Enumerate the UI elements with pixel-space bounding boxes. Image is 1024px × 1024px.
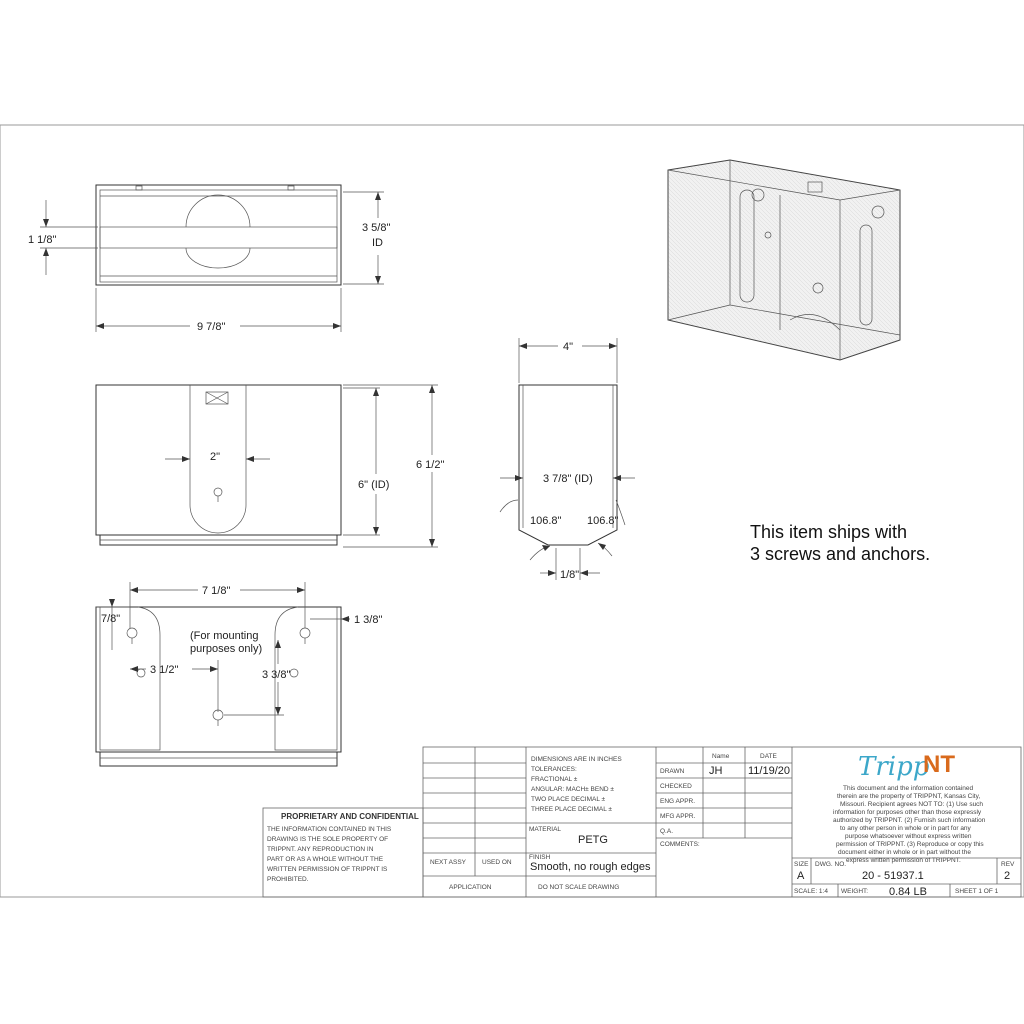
tolerance-line-6: THREE PLACE DECIMAL ± (531, 806, 612, 813)
drawn-date: 11/19/20 (748, 765, 790, 777)
disclaimer-line-3: Missouri. Recipient agrees NOT TO: (1) U… (840, 801, 983, 808)
weight-value: 0.84 LB (889, 886, 927, 898)
logo-nt: NT (923, 751, 955, 778)
disclaimer-line-6: to any other person in whole or in part … (840, 825, 972, 832)
tolerance-line-5: TWO PLACE DECIMAL ± (531, 796, 606, 803)
dim-front-height: 6 1/2" (416, 459, 444, 471)
col-date-label: DATE (760, 753, 778, 760)
logo-tripp: Tripp (858, 752, 930, 782)
proprietary-line-4: PART OR AS A WHOLE WITHOUT THE (267, 856, 384, 863)
dwg-no-label: DWG. NO. (815, 861, 846, 868)
dim-side-depth: 4" (563, 341, 573, 353)
application-label: APPLICATION (449, 884, 492, 891)
dim-angle-left: 106.8" (530, 515, 562, 527)
dim-top-width: 9 7/8" (197, 321, 225, 333)
next-assy-label: NEXT ASSY (430, 859, 467, 866)
proprietary-line-6: PROHIBITED. (267, 876, 309, 883)
disclaimer-line-10: express written permission of TRIPPNT. (846, 857, 961, 864)
disclaimer-line-5: authorized by TRIPPNT. (2) Furnish such … (833, 817, 986, 824)
note-line-1: This item ships with (750, 522, 907, 542)
do-not-scale-label: DO NOT SCALE DRAWING (538, 884, 619, 891)
tolerance-line-3: FRACTIONAL ± (531, 776, 578, 783)
dim-back-center-offset: 3 1/2" (150, 664, 178, 676)
dim-side-bottom-gap: 1/8" (560, 569, 579, 581)
tolerance-line-2: TOLERANCES: (531, 766, 577, 773)
tolerance-line-1: DIMENSIONS ARE IN INCHES (531, 756, 622, 763)
back-view: 7 1/8" 7/8" 1 3/8" (For mounting purpose… (95, 582, 382, 767)
dwg-no-value: 20 - 51937.1 (862, 870, 924, 882)
proprietary-box: PROPRIETARY AND CONFIDENTIAL THE INFORMA… (262, 807, 424, 898)
back-mount-note-line-1: (For mounting (190, 630, 258, 642)
dim-back-right-offset: 1 3/8" (354, 614, 382, 626)
disclaimer-line-2: therein are the property of TRIPPNT, Kan… (837, 793, 980, 800)
comments-label: COMMENTS: (660, 841, 700, 848)
rev-value: 2 (1004, 870, 1010, 882)
dim-front-slot: 2" (210, 451, 220, 463)
disclaimer-line-9: document either in whole or in part with… (838, 849, 971, 856)
front-view: 2" 6" (ID) 6 1/2" (95, 384, 444, 548)
top-view: 1 1/8" 3 5/8" ID 9 7/8" (28, 184, 390, 333)
finish-label: FINISH (529, 854, 551, 861)
qa-label: Q.A. (660, 828, 673, 835)
proprietary-line-2: DRAWING IS THE SOLE PROPERTY OF (267, 836, 388, 843)
mfg-appr-label: MFG APPR. (660, 813, 696, 820)
proprietary-line-1: THE INFORMATION CONTAINED IN THIS (267, 826, 392, 833)
proprietary-title: PROPRIETARY AND CONFIDENTIAL (281, 812, 419, 821)
used-on-label: USED ON (482, 859, 512, 866)
dim-back-vertical: 3 3/8" (262, 669, 290, 681)
drawn-label: DRAWN (660, 768, 685, 775)
sheet-label: SHEET 1 OF 1 (955, 888, 999, 895)
size-value: A (797, 870, 805, 882)
dim-back-left-offset: 7/8" (101, 613, 120, 625)
back-mount-note-line-2: purposes only) (190, 643, 262, 655)
tolerance-line-4: ANGULAR: MACH± BEND ± (531, 786, 614, 793)
disclaimer-line-7: purpose whatsoever without express writt… (845, 833, 972, 840)
eng-appr-label: ENG APPR. (660, 798, 695, 805)
dim-top-slot: 1 1/8" (28, 234, 56, 246)
proprietary-line-3: TRIPPNT. ANY REPRODUCTION IN (267, 846, 374, 853)
rev-label: REV (1001, 861, 1015, 868)
note-line-2: 3 screws and anchors. (750, 544, 930, 564)
material-value: PETG (578, 834, 608, 846)
finish-value: Smooth, no rough edges (530, 861, 651, 873)
title-block: NEXT ASSY USED ON APPLICATION DIMENSIONS… (422, 746, 1022, 898)
dim-back-hole-spacing: 7 1/8" (202, 585, 230, 597)
material-label: MATERIAL (529, 826, 561, 833)
dim-top-id-value: 3 5/8" (362, 222, 390, 234)
proprietary-line-5: WRITTEN PERMISSION OF TRIPPNT IS (267, 866, 388, 873)
dim-angle-right: 106.8" (587, 515, 619, 527)
disclaimer-line-8: permission of TRIPPNT. (3) Reproduce or … (836, 841, 984, 848)
drawn-name: JH (709, 765, 723, 777)
isometric-view (667, 159, 901, 361)
disclaimer-line-4: information for purposes other than thos… (833, 809, 982, 816)
dim-front-height-id: 6" (ID) (358, 479, 389, 491)
checked-label: CHECKED (660, 783, 692, 790)
weight-label: WEIGHT: (841, 888, 868, 895)
size-label: SIZE (794, 861, 809, 868)
col-name-label: Name (712, 753, 730, 760)
dim-top-id-label: ID (372, 237, 383, 249)
disclaimer-line-1: This document and the information contai… (843, 785, 973, 792)
scale-label: SCALE: 1:4 (794, 888, 828, 895)
side-view: 4" 3 7/8" (ID) 106.8" 106.8" 1/8" (499, 338, 635, 581)
dim-side-inner-depth: 3 7/8" (ID) (543, 473, 593, 485)
